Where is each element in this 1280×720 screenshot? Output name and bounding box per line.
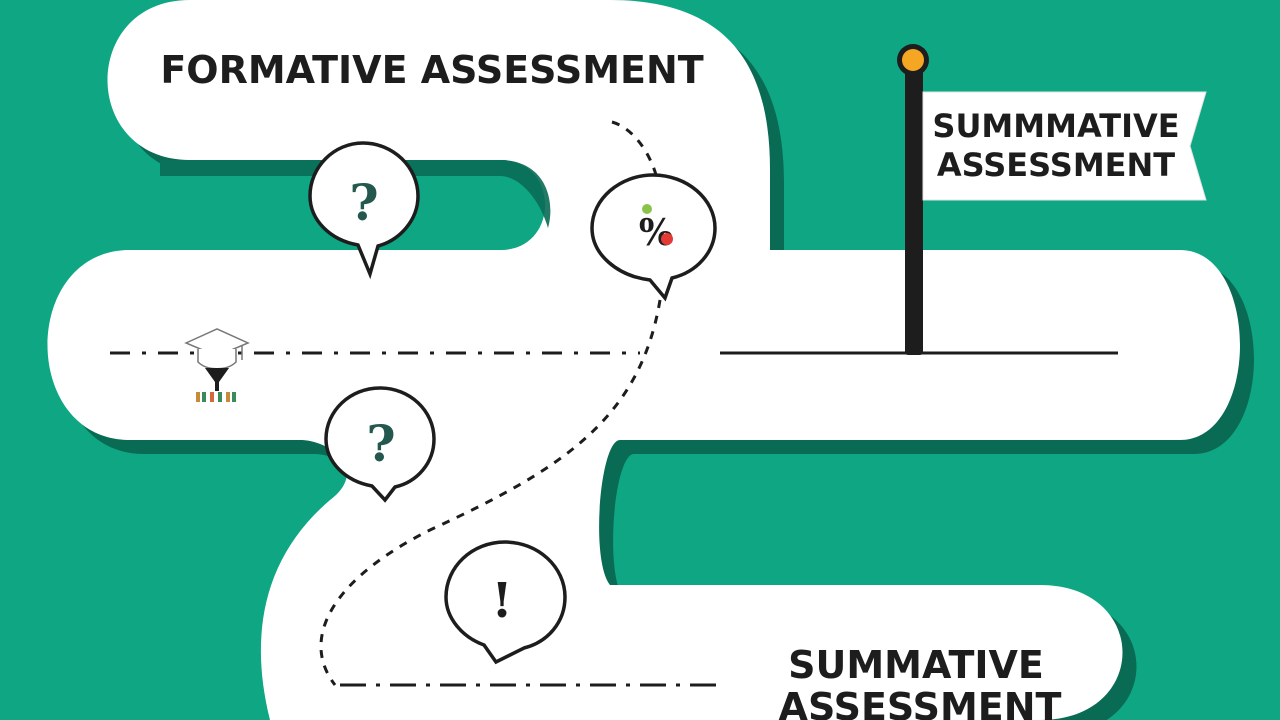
flag-label-line2: ASSESSMENT (937, 146, 1175, 184)
flag-pole-icon (897, 44, 1207, 355)
bottom-label-line2: ASSESSMENT (779, 685, 1062, 720)
exclamation-bubble: ! (444, 540, 567, 665)
question-mark-icon: ? (349, 173, 378, 232)
percent-dot-red (661, 233, 673, 245)
exclamation-icon: ! (491, 573, 512, 629)
question-bubble-middle: ? (324, 386, 436, 503)
percent-dot-green (642, 204, 652, 214)
percent-bubble: % (590, 173, 717, 302)
question-bubble-top: ? (308, 141, 420, 280)
bottom-label-line1: SUMMATIVE (788, 643, 1044, 687)
percent-icon: % (639, 212, 673, 254)
formative-assessment-label: FORMATIVE ASSESSMENT (160, 48, 703, 92)
winding-dash (319, 299, 662, 686)
question-mark-icon: ? (366, 414, 395, 473)
road (47, 0, 1240, 720)
flag-label-line1: SUMMMATIVE (932, 107, 1179, 145)
graduation-cap-icon (184, 328, 250, 402)
